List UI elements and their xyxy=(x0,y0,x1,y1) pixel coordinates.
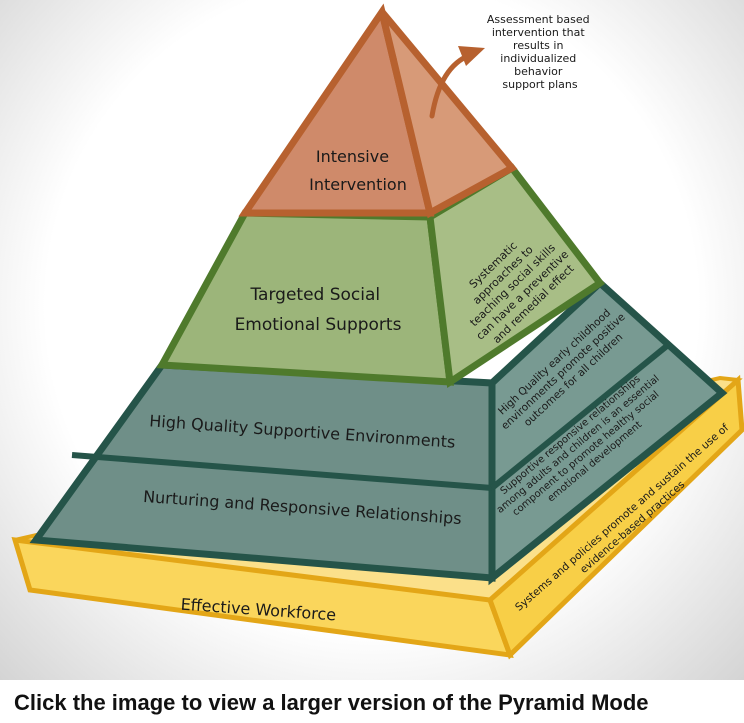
apex-arrow-head xyxy=(458,46,485,66)
universal-side xyxy=(488,278,728,586)
apex-note: Assessment based intervention that resul… xyxy=(487,13,593,91)
universal-tier xyxy=(29,278,728,586)
apex-note-line: behavior xyxy=(514,65,563,78)
apex-side xyxy=(378,9,518,219)
targeted-tier xyxy=(156,163,606,389)
pyramid-model-diagram[interactable]: Assessment based intervention that resul… xyxy=(0,0,744,680)
universal-divider-front xyxy=(71,452,493,491)
workforce-base-side xyxy=(487,374,744,660)
apex-note-line: Assessment based xyxy=(487,13,590,26)
apex-inner-edge xyxy=(380,11,397,61)
intensive-label-line: Intensive xyxy=(316,147,389,166)
apex-note-line: intervention that xyxy=(492,26,585,39)
universal-divider-side xyxy=(490,342,670,491)
intensive-tier xyxy=(238,3,518,219)
caption-link[interactable]: Click the image to view a larger version… xyxy=(14,690,649,715)
intensive-label: Intensive Intervention xyxy=(309,147,407,194)
targeted-label-line: Emotional Supports xyxy=(235,315,402,335)
targeted-label: Targeted Social Emotional Supports xyxy=(235,285,402,335)
apex-note-line: individualized xyxy=(500,52,576,65)
intensive-label-line: Intervention xyxy=(309,175,407,194)
apex-note-line: support plans xyxy=(502,78,577,91)
targeted-label-line: Targeted Social xyxy=(249,285,380,305)
apex-note-line: results in xyxy=(513,39,563,52)
apex-arrow xyxy=(429,46,485,119)
